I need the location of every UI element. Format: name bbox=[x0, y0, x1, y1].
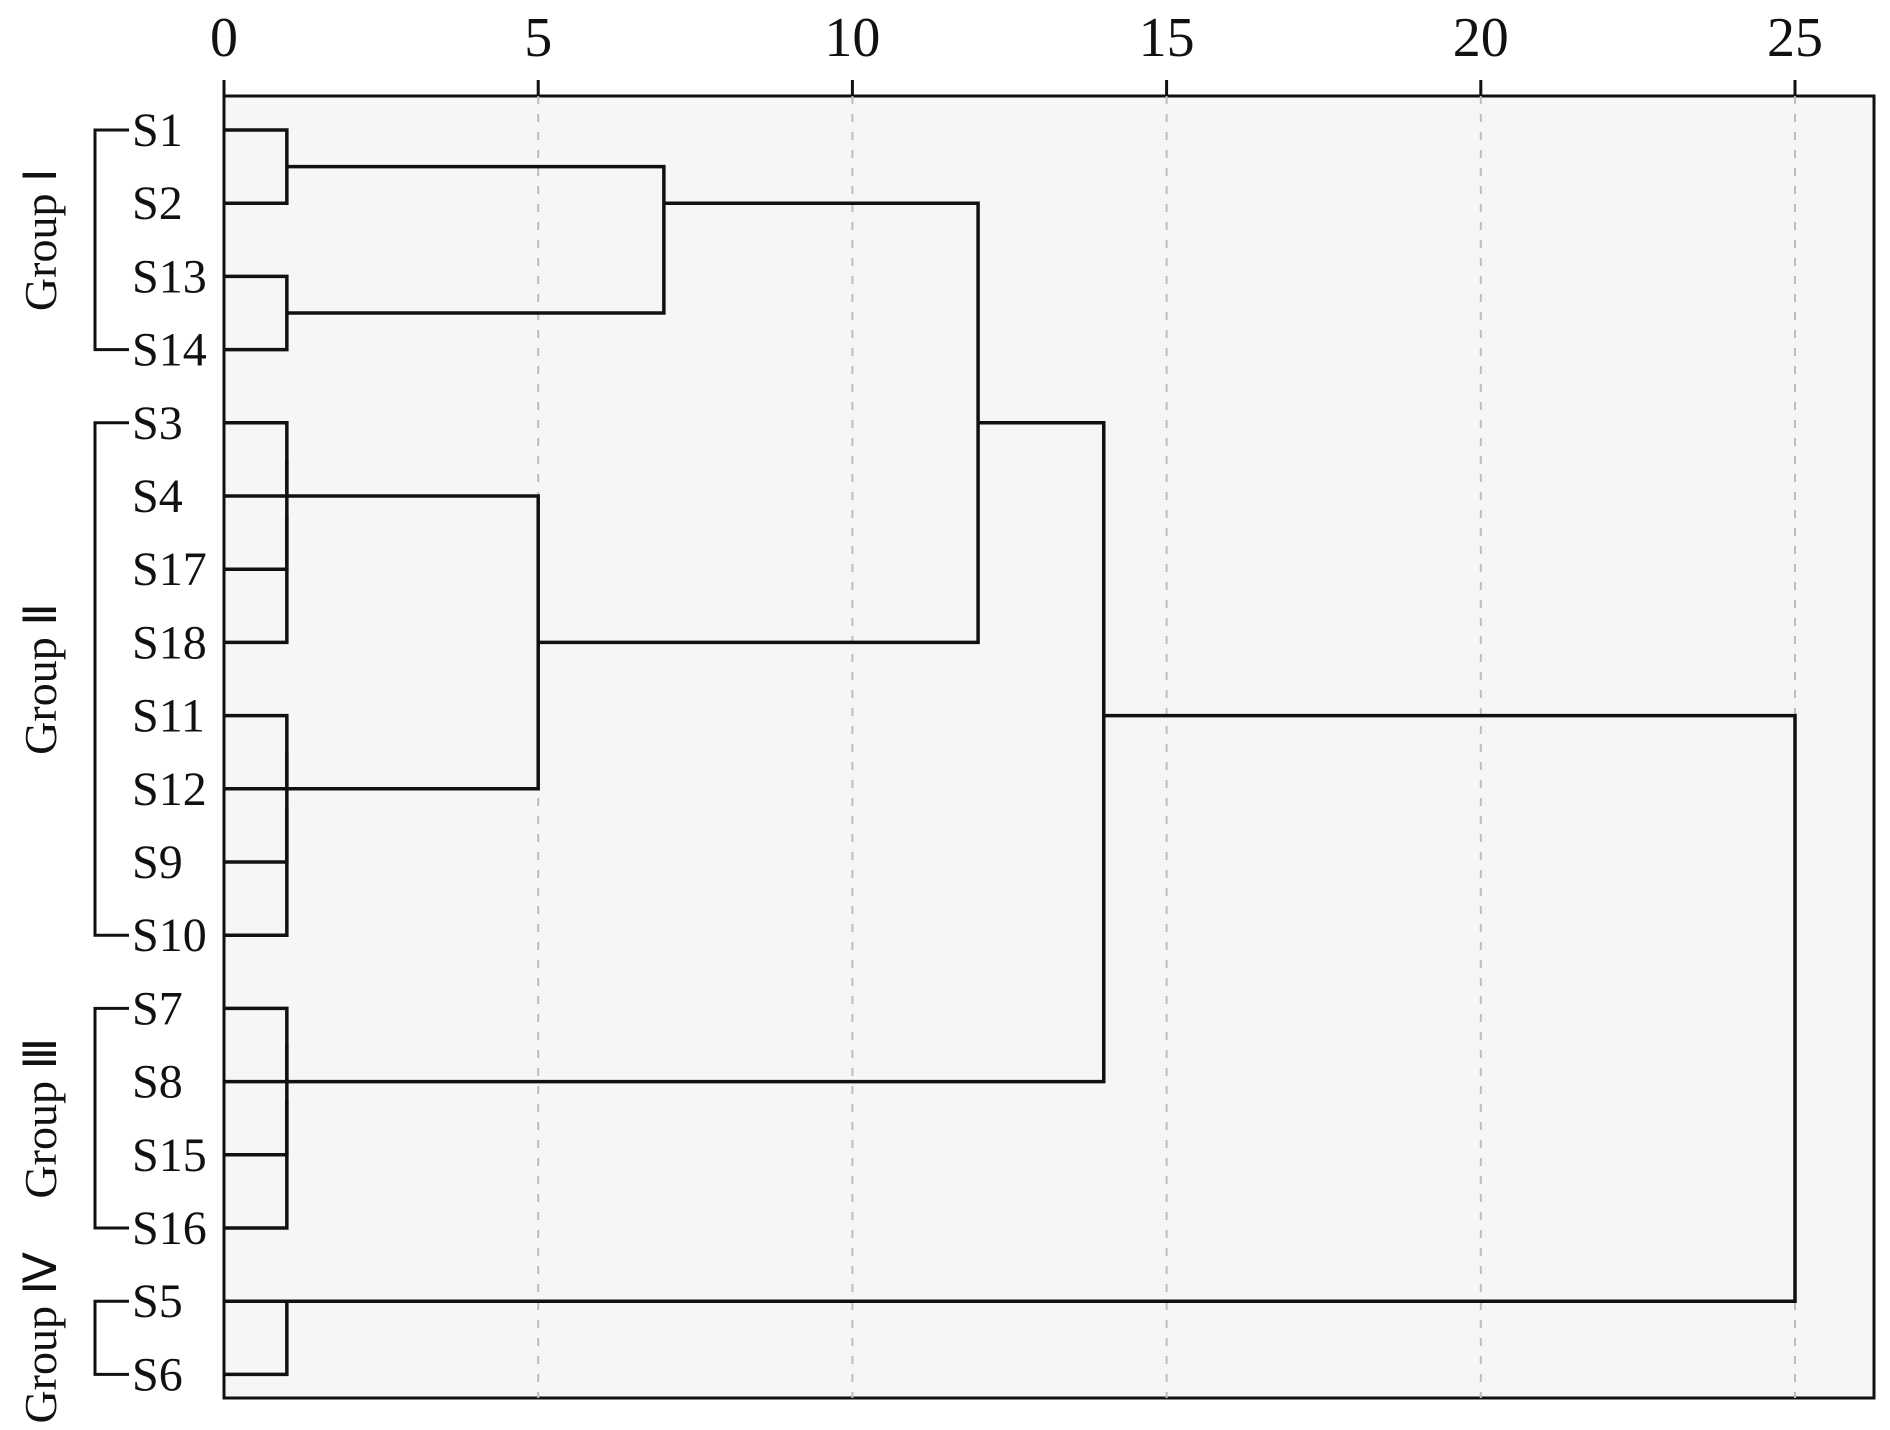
leaf-label: S11 bbox=[132, 690, 205, 743]
leaf-label: S1 bbox=[132, 104, 183, 157]
leaf-label: S4 bbox=[132, 470, 183, 523]
dendrogram-link bbox=[224, 1299, 289, 1377]
leaf-label: S18 bbox=[132, 616, 207, 669]
leaf-label: S5 bbox=[132, 1275, 183, 1328]
x-tick-label: 5 bbox=[524, 7, 552, 69]
leaf-label: S9 bbox=[132, 836, 183, 889]
group-bracket bbox=[93, 1299, 129, 1376]
dendrogram-link bbox=[224, 514, 289, 645]
x-tick-label: 0 bbox=[210, 7, 238, 69]
leaf-label: S8 bbox=[132, 1056, 183, 1109]
dendrogram-link bbox=[224, 807, 289, 937]
dendrogram-link bbox=[286, 713, 1797, 1303]
dendrogram-link bbox=[286, 164, 666, 315]
group-label: Group Ⅱ bbox=[15, 603, 66, 755]
leaf-label: S2 bbox=[132, 177, 183, 230]
leaf-label: S16 bbox=[132, 1202, 207, 1255]
group-label: Group Ⅳ bbox=[15, 1252, 66, 1424]
leaf-label: S7 bbox=[132, 982, 183, 1035]
leaf-label: S6 bbox=[132, 1348, 183, 1401]
group-bracket bbox=[93, 421, 129, 937]
leaf-label: S10 bbox=[132, 909, 207, 962]
dendrogram-link bbox=[286, 421, 1106, 1084]
leaf-label: S3 bbox=[132, 397, 183, 450]
dendrogram-link bbox=[224, 1099, 289, 1230]
group-bracket bbox=[93, 1006, 129, 1230]
leaf-label: S17 bbox=[132, 543, 207, 596]
x-tick-label: 25 bbox=[1767, 7, 1823, 69]
plot-area bbox=[222, 94, 1876, 1400]
leaf-label: S15 bbox=[132, 1129, 207, 1182]
leaf-label: S13 bbox=[132, 250, 207, 303]
x-tick-label: 20 bbox=[1453, 7, 1509, 69]
leaf-label: S14 bbox=[132, 324, 207, 377]
x-tick-label: 10 bbox=[824, 7, 880, 69]
x-tick-label: 15 bbox=[1139, 7, 1195, 69]
group-bracket bbox=[93, 128, 129, 352]
leaf-label: S12 bbox=[132, 763, 207, 816]
group-label: Group Ⅲ bbox=[15, 1038, 66, 1199]
dendrogram-link bbox=[224, 713, 289, 791]
group-label: Group Ⅰ bbox=[15, 168, 66, 311]
